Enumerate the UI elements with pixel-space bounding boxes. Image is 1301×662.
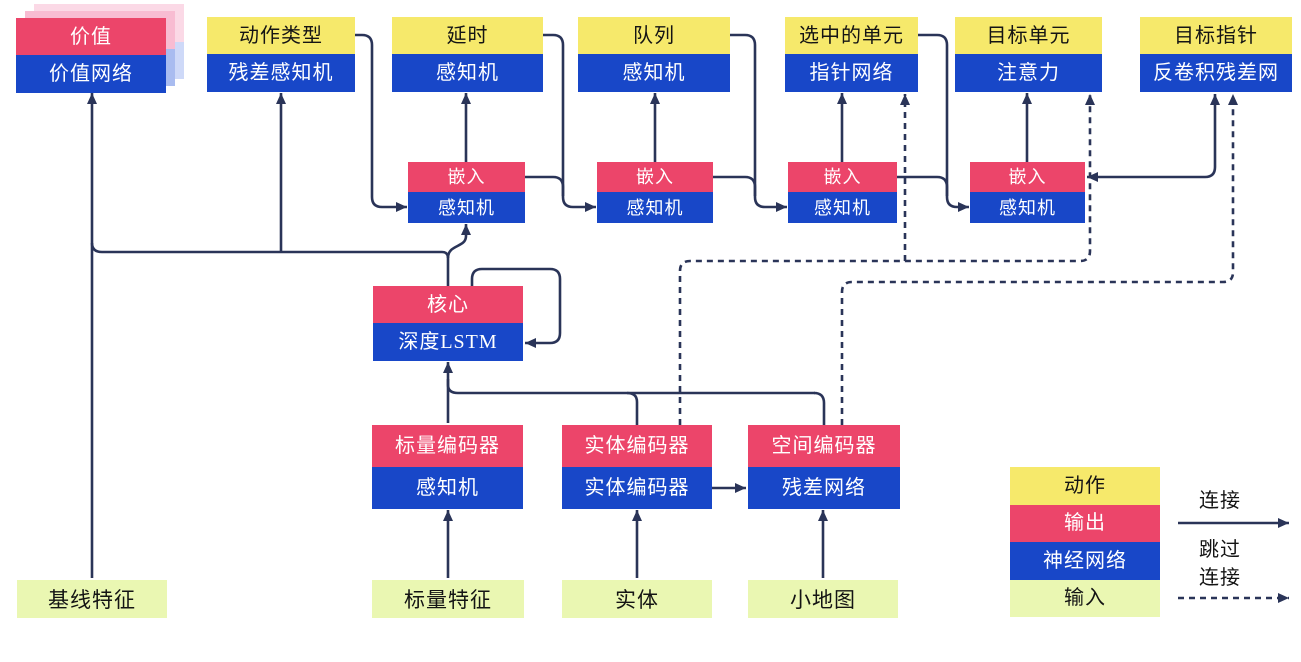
edge-embed4-to-target-pointer: [1087, 94, 1220, 182]
edge-embed2-chain: [713, 175, 757, 196]
edge-embed3-chain: [897, 175, 949, 196]
legend-swatch-network: 神经网络: [1010, 542, 1160, 580]
legend-connection-label: 连接: [1199, 490, 1241, 512]
legend-skip-label-line2: 连接: [1199, 567, 1241, 589]
edge-embed1-chain: [525, 175, 565, 196]
edge-spatial-encoder-join: [813, 391, 826, 425]
legend-skip-label-line1: 跳过: [1199, 539, 1241, 561]
edge-entity-skip-to-target-unit: [678, 94, 1095, 425]
edge-core-to-embed1: [446, 224, 471, 259]
legend-swatch-output: 输出: [1010, 504, 1160, 542]
legend-color-key: 动作输出神经网络输入: [1010, 467, 1160, 617]
edge-core-out-left-bus: [90, 242, 450, 290]
edge-core-self-loop: [470, 267, 562, 348]
legend-swatch-input: 输入: [1010, 579, 1160, 617]
edge-entity-encoder-join: [626, 391, 639, 425]
edge-action-type-to-embed1: [355, 33, 407, 212]
edge-delay-to-embed2: [543, 33, 596, 212]
edge-queue-to-embed3: [730, 33, 787, 212]
edge-selected-units-to-embed4: [918, 33, 969, 212]
edge-encoder-bus: [446, 379, 815, 395]
legend-swatch-action: 动作: [1010, 467, 1160, 505]
edge-spatial-skip-to-target-pointer: [840, 94, 1238, 425]
